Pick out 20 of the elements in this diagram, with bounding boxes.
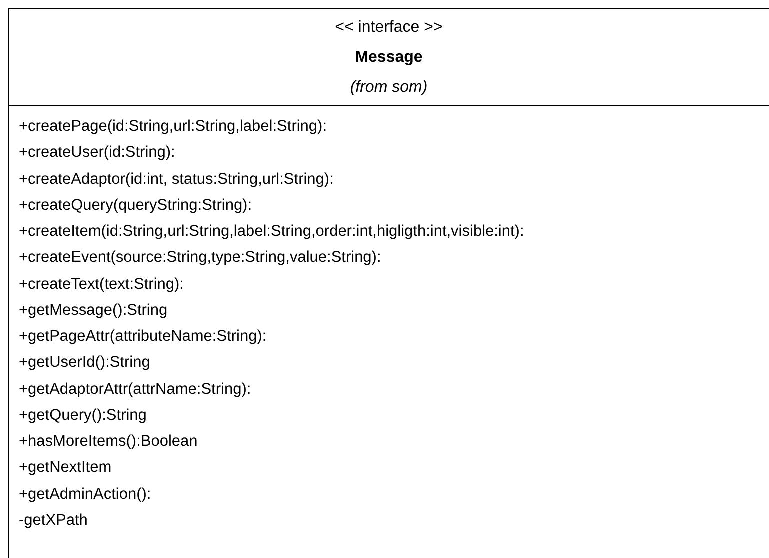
- operation-text: +getUserId():String: [19, 353, 152, 374]
- operation-text: -getXPath: [19, 510, 89, 531]
- operation-text: +createAdaptor(id:int, status:String,url:String):: [19, 170, 335, 190]
- operation-text: +getNextItem: [19, 458, 113, 478]
- operation-text: +createQuery(queryString:String):: [19, 196, 254, 216]
- package-note: (from som): [350, 78, 428, 98]
- operation-text: +createText(text:String):: [19, 274, 185, 294]
- operation-text: +getPageAttr(attributeName:String):: [19, 327, 268, 347]
- operation-text: +createUser(id:String):: [19, 143, 176, 164]
- operation-text: +hasMoreItems():Boolean: [19, 432, 199, 452]
- class-name: Message: [355, 48, 423, 68]
- operation-text: +getMessage():String: [19, 300, 169, 321]
- operation-text: +getQuery():String: [19, 406, 148, 426]
- operation-text: +createPage(id:String,url:String,label:String):: [19, 117, 328, 137]
- operation-text: +createEvent(source:String,type:String,value:String):: [19, 248, 382, 268]
- uml-class-box: [8, 8, 769, 558]
- stereotype-label: << interface >>: [335, 18, 443, 38]
- operation-text: +createItem(id:String,url:String,label:String,order:int,higligth:int,visible:int):: [19, 222, 526, 242]
- operation-text: +getAdaptorAttr(attrName:String):: [19, 380, 252, 400]
- operation-text: +getAdminAction():: [19, 484, 152, 504]
